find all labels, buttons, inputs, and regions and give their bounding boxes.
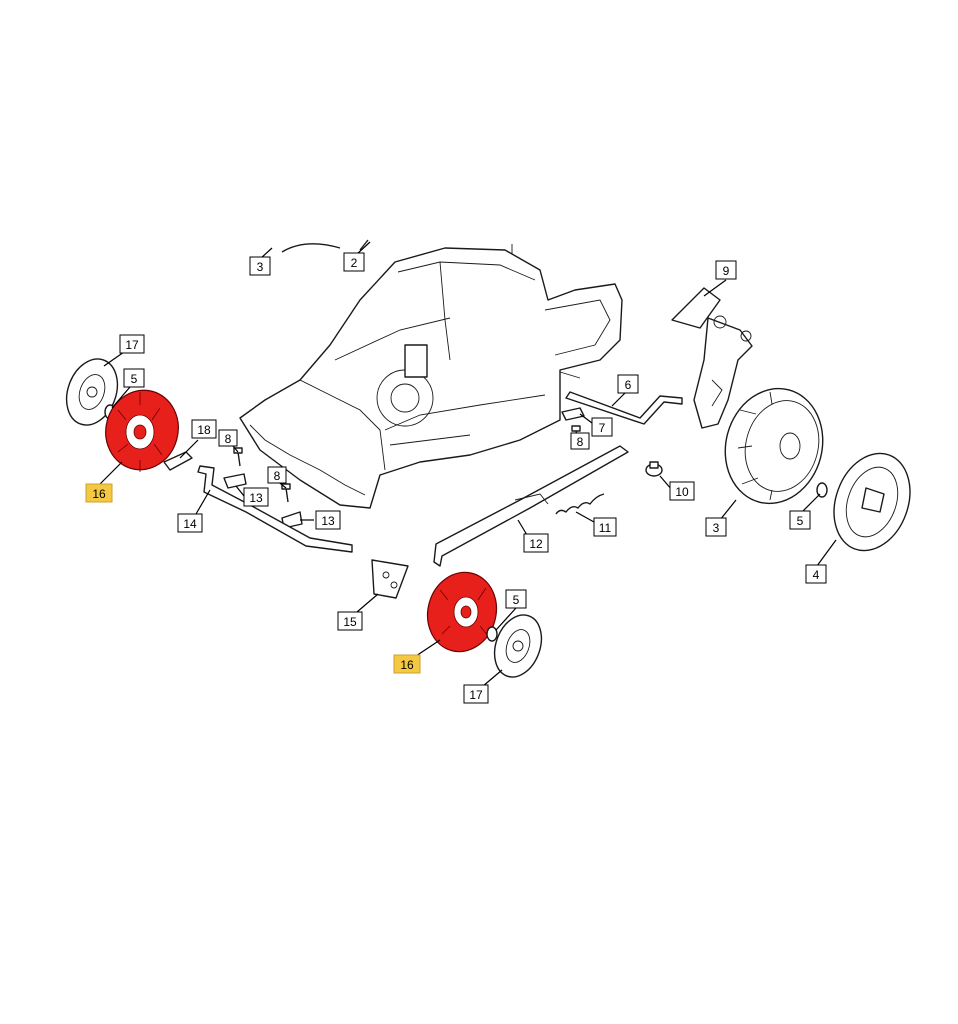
callout-12[interactable]: 12 xyxy=(523,533,549,553)
svg-text:4: 4 xyxy=(813,568,820,582)
parts-layer xyxy=(65,239,911,678)
part-7-clip xyxy=(561,407,585,421)
callout-5-right[interactable]: 5 xyxy=(505,589,527,609)
part-washer-right xyxy=(486,626,498,642)
part-mower-deck xyxy=(239,247,623,509)
svg-text:8: 8 xyxy=(225,432,232,446)
svg-text:13: 13 xyxy=(249,491,263,505)
callout-18[interactable]: 18 xyxy=(191,419,217,439)
callout-14[interactable]: 14 xyxy=(177,513,203,533)
part-14-front-axle xyxy=(197,465,353,553)
part-12-height-lever xyxy=(433,445,629,567)
svg-text:6: 6 xyxy=(625,378,632,392)
callout-10[interactable]: 10 xyxy=(669,481,695,501)
part-washer-rear xyxy=(816,482,828,498)
svg-text:8: 8 xyxy=(577,435,584,449)
svg-text:17: 17 xyxy=(469,688,483,702)
callout-11[interactable]: 11 xyxy=(593,517,617,537)
part-13a-clip xyxy=(223,473,247,489)
svg-text:3: 3 xyxy=(713,521,720,535)
part-front-wheel-left-highlight xyxy=(105,389,179,472)
svg-text:5: 5 xyxy=(797,514,804,528)
svg-text:8: 8 xyxy=(274,469,281,483)
part-wheel-top-partial xyxy=(281,243,341,253)
svg-text:11: 11 xyxy=(599,521,612,535)
svg-text:12: 12 xyxy=(529,537,543,551)
svg-text:16: 16 xyxy=(400,658,414,672)
svg-text:5: 5 xyxy=(513,593,520,607)
svg-text:2: 2 xyxy=(351,256,358,270)
callout-8-b[interactable]: 8 xyxy=(267,466,287,484)
part-screw-8a xyxy=(237,451,241,467)
callout-3-bottom[interactable]: 3 xyxy=(705,517,727,537)
part-11-spring xyxy=(555,493,605,515)
part-18-pad xyxy=(163,451,193,471)
callout-13-a[interactable]: 13 xyxy=(243,487,269,507)
svg-text:18: 18 xyxy=(197,423,211,437)
svg-text:14: 14 xyxy=(183,517,197,531)
svg-text:17: 17 xyxy=(125,338,139,352)
part-6-rear-axle xyxy=(565,391,683,425)
part-3-rear-wheel xyxy=(724,387,824,505)
svg-text:15: 15 xyxy=(343,615,357,629)
callout-16-left-highlighted[interactable]: 16 xyxy=(85,483,113,503)
callout-2[interactable]: 2 xyxy=(343,252,365,272)
svg-text:7: 7 xyxy=(599,421,606,435)
callout-3-top[interactable]: 3 xyxy=(249,256,271,276)
callout-9[interactable]: 9 xyxy=(715,260,737,280)
svg-text:10: 10 xyxy=(675,485,689,499)
svg-text:9: 9 xyxy=(723,264,730,278)
leader-lines xyxy=(97,241,837,693)
svg-text:3: 3 xyxy=(257,260,264,274)
callout-13-b[interactable]: 13 xyxy=(315,510,341,530)
svg-text:16: 16 xyxy=(92,487,106,501)
callout-4[interactable]: 4 xyxy=(805,564,827,584)
callout-7[interactable]: 7 xyxy=(591,417,613,437)
part-10-bolt xyxy=(645,461,663,477)
callout-5-left[interactable]: 5 xyxy=(123,368,145,388)
part-handle-stub xyxy=(359,239,369,251)
callout-15[interactable]: 15 xyxy=(337,611,363,631)
callout-6[interactable]: 6 xyxy=(617,374,639,394)
part-hub-cap-left xyxy=(65,358,119,426)
callout-8-c[interactable]: 8 xyxy=(570,432,590,450)
part-15-bracket xyxy=(371,559,409,599)
callout-8-a[interactable]: 8 xyxy=(218,429,238,447)
svg-text:5: 5 xyxy=(131,372,138,386)
part-front-wheel-right-highlight xyxy=(426,571,498,653)
callout-16-right-highlighted[interactable]: 16 xyxy=(393,654,421,674)
part-screw-8b xyxy=(285,487,289,503)
part-hub-cap-right xyxy=(493,614,543,678)
callout-17-left[interactable]: 17 xyxy=(119,334,145,354)
callout-labels: 3 2 9 17 5 6 18 xyxy=(85,252,827,704)
callout-5-rear[interactable]: 5 xyxy=(789,510,811,530)
svg-text:13: 13 xyxy=(321,514,335,528)
callout-17-right[interactable]: 17 xyxy=(463,684,489,704)
part-9-bracket xyxy=(671,287,753,429)
part-4-rear-hub-cap xyxy=(833,452,911,552)
